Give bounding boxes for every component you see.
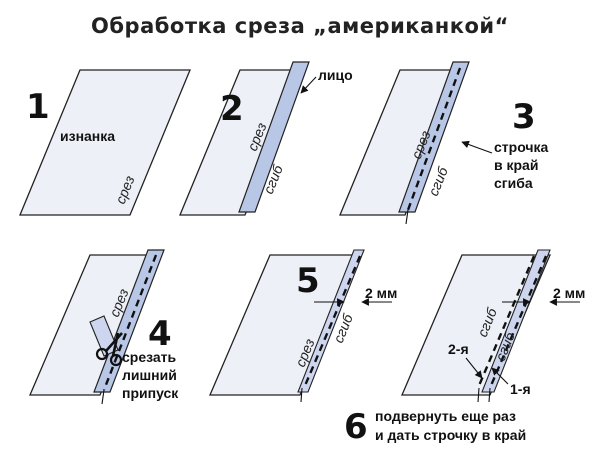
step6-second-arrow	[465, 357, 483, 379]
step6-measure-label: 2 мм	[553, 285, 585, 301]
step2-folded-strip	[238, 61, 310, 213]
step-4: 4 срезать лишний припуск срез	[29, 249, 179, 405]
step1-label-wrong-side: изнанка	[60, 128, 115, 144]
step6-thread-end-b	[488, 387, 491, 403]
step2-face-arrow	[300, 76, 317, 94]
step3-thread-end	[405, 209, 409, 225]
step6-caption-line2: и дать строчку в край	[375, 427, 526, 443]
step1-fabric	[19, 69, 191, 216]
step2-label-face: лицо	[318, 67, 353, 83]
step6-thread-end-a	[477, 387, 480, 403]
step4-number: 4	[148, 314, 172, 354]
step-6: 2 мм 2-я 1-я сгиб сгиб 6 подвернуть еще …	[344, 249, 585, 447]
step5-fabric	[209, 254, 361, 396]
step6-label-second: 2-я	[448, 341, 469, 357]
step2-number: 2	[220, 89, 244, 129]
step5-folded-strip	[297, 249, 365, 393]
step3-stitch-arrow	[461, 140, 493, 154]
step5-thread-end	[300, 387, 303, 403]
step4-stitch-line	[102, 254, 158, 391]
step2-fabric	[179, 69, 306, 216]
step5-measure-label: 2 мм	[365, 285, 397, 301]
step5-number: 5	[296, 261, 320, 301]
step3-caption-line3: сгиба	[494, 175, 533, 191]
step6-label-first: 1-я	[510, 381, 531, 397]
step3-stitch-line	[406, 67, 462, 211]
step-2: 2 лицо срез сгиб	[179, 61, 353, 216]
step6-first-arrow	[491, 367, 509, 385]
step3-caption-line1: строчка	[494, 139, 549, 155]
step6-number: 6	[344, 407, 368, 447]
step4-caption-line1: срезать	[122, 349, 177, 365]
step6-folded-strip	[481, 249, 551, 393]
step6-caption-line1: подвернуть еще раз	[375, 408, 516, 424]
step-1: 1 изнанка срез	[19, 69, 191, 216]
step-3: 3 строчка в край сгиба срез сгиб	[339, 61, 549, 225]
step-5: 5 2 мм срез сгиб	[209, 249, 397, 403]
step1-number: 1	[26, 87, 50, 127]
step3-number: 3	[512, 97, 536, 137]
scissors-icon	[95, 332, 123, 367]
step3-caption-line2: в край	[494, 157, 538, 173]
step4-caption-line2: лишний	[122, 367, 177, 383]
step4-thread-end	[101, 389, 105, 405]
diagram-title: Обработка среза „американкой“	[91, 14, 509, 38]
step4-caption-line3: припуск	[122, 385, 179, 401]
step3-fabric	[339, 69, 466, 216]
